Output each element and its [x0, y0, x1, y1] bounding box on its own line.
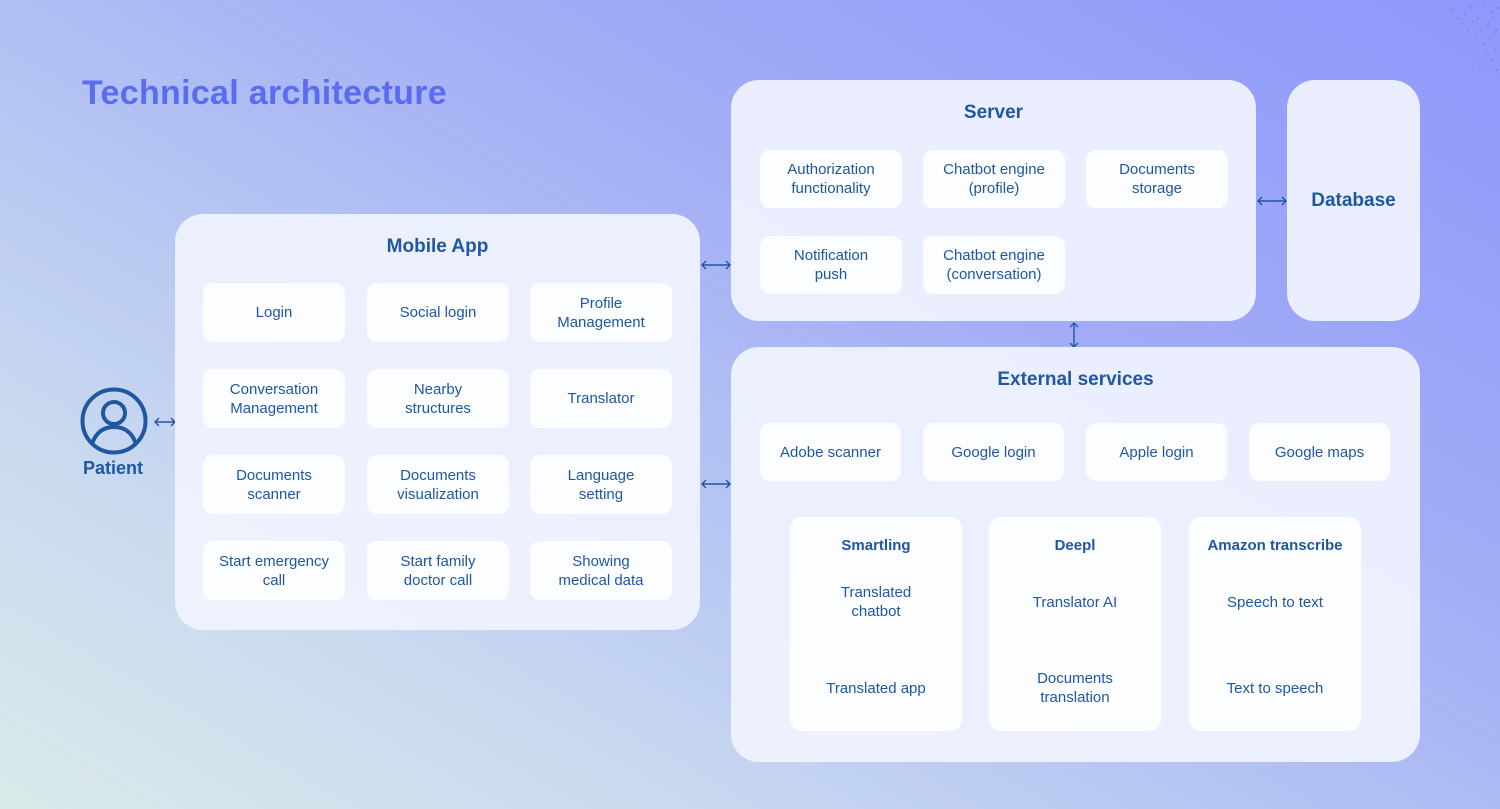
external-services-title: External services	[997, 369, 1154, 390]
external-service-item: Google login	[923, 423, 1064, 481]
bidirectional-arrow-icon	[701, 479, 731, 489]
provider-item: Text to speech	[1226, 679, 1324, 697]
mobile-app-item: Login	[203, 283, 345, 342]
mobile-app-item: Translator	[530, 369, 672, 428]
provider-title: Amazon transcribe	[1207, 537, 1343, 554]
mobile-app-item: Profile Management	[530, 283, 672, 342]
server-item: Authorization functionality	[760, 150, 902, 208]
bidirectional-arrow-icon	[154, 417, 176, 427]
server-item: Documents storage	[1086, 150, 1228, 208]
server-item: Notification push	[760, 236, 902, 294]
provider-title: Deepl	[1054, 537, 1096, 554]
server-item: Chatbot engine (profile)	[923, 150, 1065, 208]
patient-label: Patient	[82, 458, 143, 478]
server-item: Chatbot engine (conversation)	[923, 236, 1065, 294]
server-panel: Server Authorization functionality Chatb…	[731, 80, 1256, 321]
provider-item: Translated chatbot	[840, 584, 912, 620]
mobile-app-item: Showing medical data	[530, 541, 672, 600]
mobile-app-item: Documents visualization	[367, 455, 509, 514]
mobile-app-title: Mobile App	[386, 236, 489, 257]
provider-item: Translated app	[826, 679, 926, 697]
mobile-app-item: Nearby structures	[367, 369, 509, 428]
mobile-app-item: Documents scanner	[203, 455, 345, 514]
mobile-app-panel: Mobile App Login Social login Profile Ma…	[175, 214, 700, 630]
database-title: Database	[1311, 190, 1396, 211]
user-circle-icon	[80, 387, 148, 455]
provider-title: Smartling	[841, 537, 911, 554]
mobile-app-item: Start emergency call	[203, 541, 345, 600]
provider-item: Speech to text	[1227, 593, 1323, 611]
provider-smartling: Smartling Translated chatbot Translated …	[790, 517, 962, 731]
mobile-app-item: Conversation Management	[203, 369, 345, 428]
provider-deepl: Deepl Translator AI Documents translatio…	[989, 517, 1161, 731]
database-panel: Database	[1287, 80, 1420, 321]
mobile-app-item: Social login	[367, 283, 509, 342]
bidirectional-arrow-icon	[701, 260, 731, 270]
external-service-item: Google maps	[1249, 423, 1390, 481]
external-services-panel: External services Adobe scanner Google l…	[731, 347, 1420, 762]
bidirectional-arrow-icon	[1069, 322, 1079, 348]
provider-amazon-transcribe: Amazon transcribe Speech to text Text to…	[1189, 517, 1361, 731]
mobile-app-item: Start family doctor call	[367, 541, 509, 600]
provider-item: Translator AI	[1032, 593, 1118, 611]
page-title: Technical architecture	[82, 74, 447, 112]
provider-item: Documents translation	[1037, 670, 1113, 706]
external-service-item: Adobe scanner	[760, 423, 901, 481]
bidirectional-arrow-icon	[1257, 196, 1287, 206]
external-service-item: Apple login	[1086, 423, 1227, 481]
server-title: Server	[963, 102, 1024, 123]
decorative-dots	[1452, 4, 1499, 71]
mobile-app-item: Language setting	[530, 455, 672, 514]
